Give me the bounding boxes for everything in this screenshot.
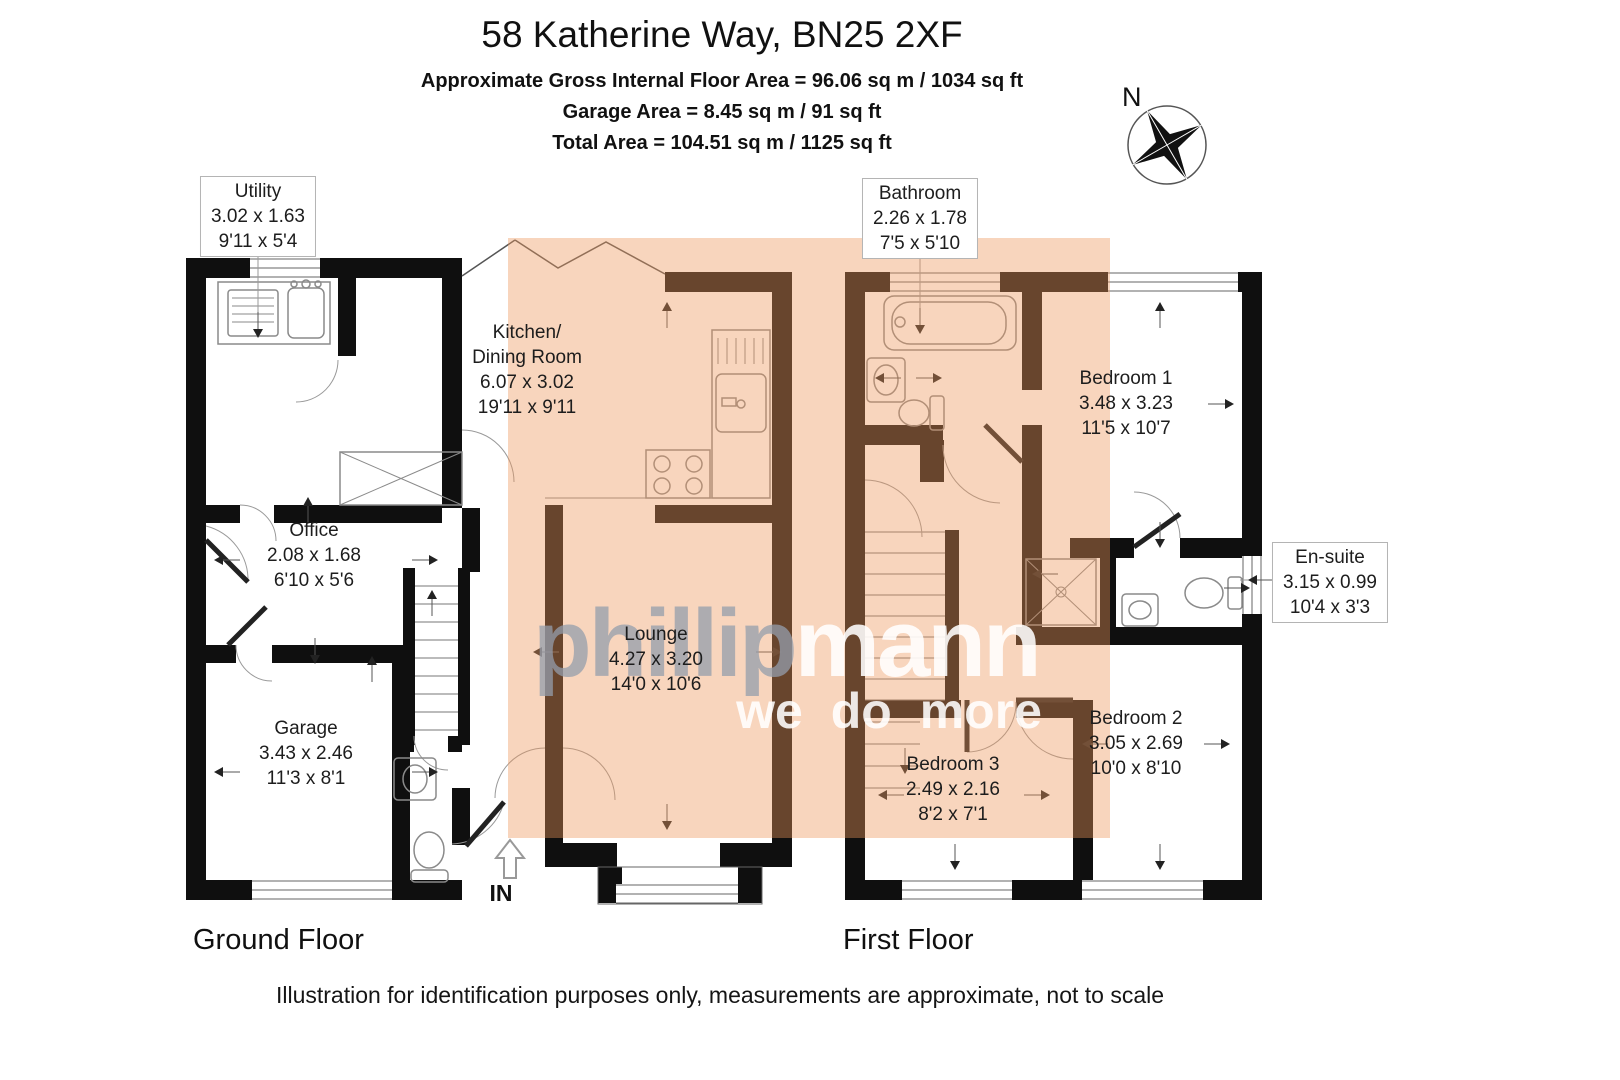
room-dim-metric: 3.48 x 3.23 xyxy=(1078,393,1174,414)
total-area-line: Total Area = 104.51 sq m / 1125 sq ft xyxy=(552,132,892,154)
room-dim-imperial: 19'11 x 9'11 xyxy=(477,397,577,418)
north-label: N xyxy=(1122,82,1142,112)
room-label-kitchen-dining: Kitchen/ Dining Room 6.07 x 3.02 19'11 x… xyxy=(472,320,582,420)
room-label-utility: Utility 3.02 x 1.63 9'11 x 5'4 xyxy=(199,176,317,257)
entrance-arrow-icon xyxy=(493,838,527,879)
room-dim-metric: 2.49 x 2.16 xyxy=(905,779,1001,800)
watermark-logo-part2: mann xyxy=(794,590,1042,697)
room-dim-imperial: 10'4 x 3'3 xyxy=(1289,597,1371,618)
room-dim-metric: 2.08 x 1.68 xyxy=(266,545,362,566)
room-name: Garage xyxy=(274,718,338,739)
room-label-bedroom1: Bedroom 1 3.48 x 3.23 11'5 x 10'7 xyxy=(1079,366,1173,441)
room-label-garage: Garage 3.43 x 2.46 11'3 x 8'1 xyxy=(259,716,353,791)
room-label-bedroom3: Bedroom 3 2.49 x 2.16 8'2 x 7'1 xyxy=(906,752,1000,827)
room-dim-metric: 3.02 x 1.63 xyxy=(210,206,306,227)
room-name: Lounge xyxy=(624,624,688,645)
room-name: Kitchen/ xyxy=(492,322,562,343)
room-dim-metric: 3.15 x 0.99 xyxy=(1282,572,1378,593)
room-dim-imperial: 11'3 x 8'1 xyxy=(266,768,346,789)
plan-header: 58 Katherine Way, BN25 2XF Approximate G… xyxy=(421,14,1023,155)
compass-icon xyxy=(1103,93,1233,208)
watermark-logo: phillipmann xyxy=(533,596,1042,692)
room-dim-imperial: 6'10 x 5'6 xyxy=(273,570,355,591)
room-label-bathroom: Bathroom 2.26 x 1.78 7'5 x 5'10 xyxy=(861,178,979,259)
room-name: Bedroom 3 xyxy=(906,754,1000,775)
gross-area-line: Approximate Gross Internal Floor Area = … xyxy=(420,70,1024,92)
room-dim-imperial: 10'0 x 8'10 xyxy=(1090,758,1182,779)
room-dim-imperial: 14'0 x 10'6 xyxy=(610,674,702,695)
room-dim-metric: 6.07 x 3.02 xyxy=(479,372,575,393)
room-label-bedroom2: Bedroom 2 3.05 x 2.69 10'0 x 8'10 xyxy=(1089,706,1183,781)
watermark-logo-part1: phillip xyxy=(533,590,798,697)
room-dim-imperial: 8'2 x 7'1 xyxy=(918,804,988,825)
first-floor-caption: First Floor xyxy=(843,924,974,956)
room-dim-imperial: 7'5 x 5'10 xyxy=(879,233,961,254)
room-name: Bathroom xyxy=(878,183,962,204)
disclaimer-text: Illustration for identification purposes… xyxy=(275,982,1165,1008)
room-dim-metric: 4.27 x 3.20 xyxy=(608,649,704,670)
room-dim-imperial: 9'11 x 5'4 xyxy=(218,231,298,252)
ground-floor-caption: Ground Floor xyxy=(193,924,364,956)
room-label-office: Office 2.08 x 1.68 6'10 x 5'6 xyxy=(267,518,361,593)
room-name: En-suite xyxy=(1295,547,1365,568)
room-label-ensuite: En-suite 3.15 x 0.99 10'4 x 3'3 xyxy=(1271,542,1389,623)
room-dim-imperial: 11'5 x 10'7 xyxy=(1081,418,1171,439)
room-dim-metric: 3.43 x 2.46 xyxy=(258,743,354,764)
room-name: Utility xyxy=(234,181,282,202)
entrance-label: IN xyxy=(489,880,513,906)
room-name: Bedroom 2 xyxy=(1089,708,1183,729)
room-dim-metric: 2.26 x 1.78 xyxy=(872,208,968,229)
garage-area-line: Garage Area = 8.45 sq m / 91 sq ft xyxy=(562,101,882,123)
room-name-line2: Dining Room xyxy=(472,347,582,368)
page-title: 58 Katherine Way, BN25 2XF xyxy=(481,14,963,55)
watermark-tagline: we do more xyxy=(736,683,1042,739)
room-label-lounge: Lounge 4.27 x 3.20 14'0 x 10'6 xyxy=(609,622,703,697)
room-name: Office xyxy=(289,520,339,541)
room-name: Bedroom 1 xyxy=(1079,368,1173,389)
room-dim-metric: 3.05 x 2.69 xyxy=(1088,733,1184,754)
